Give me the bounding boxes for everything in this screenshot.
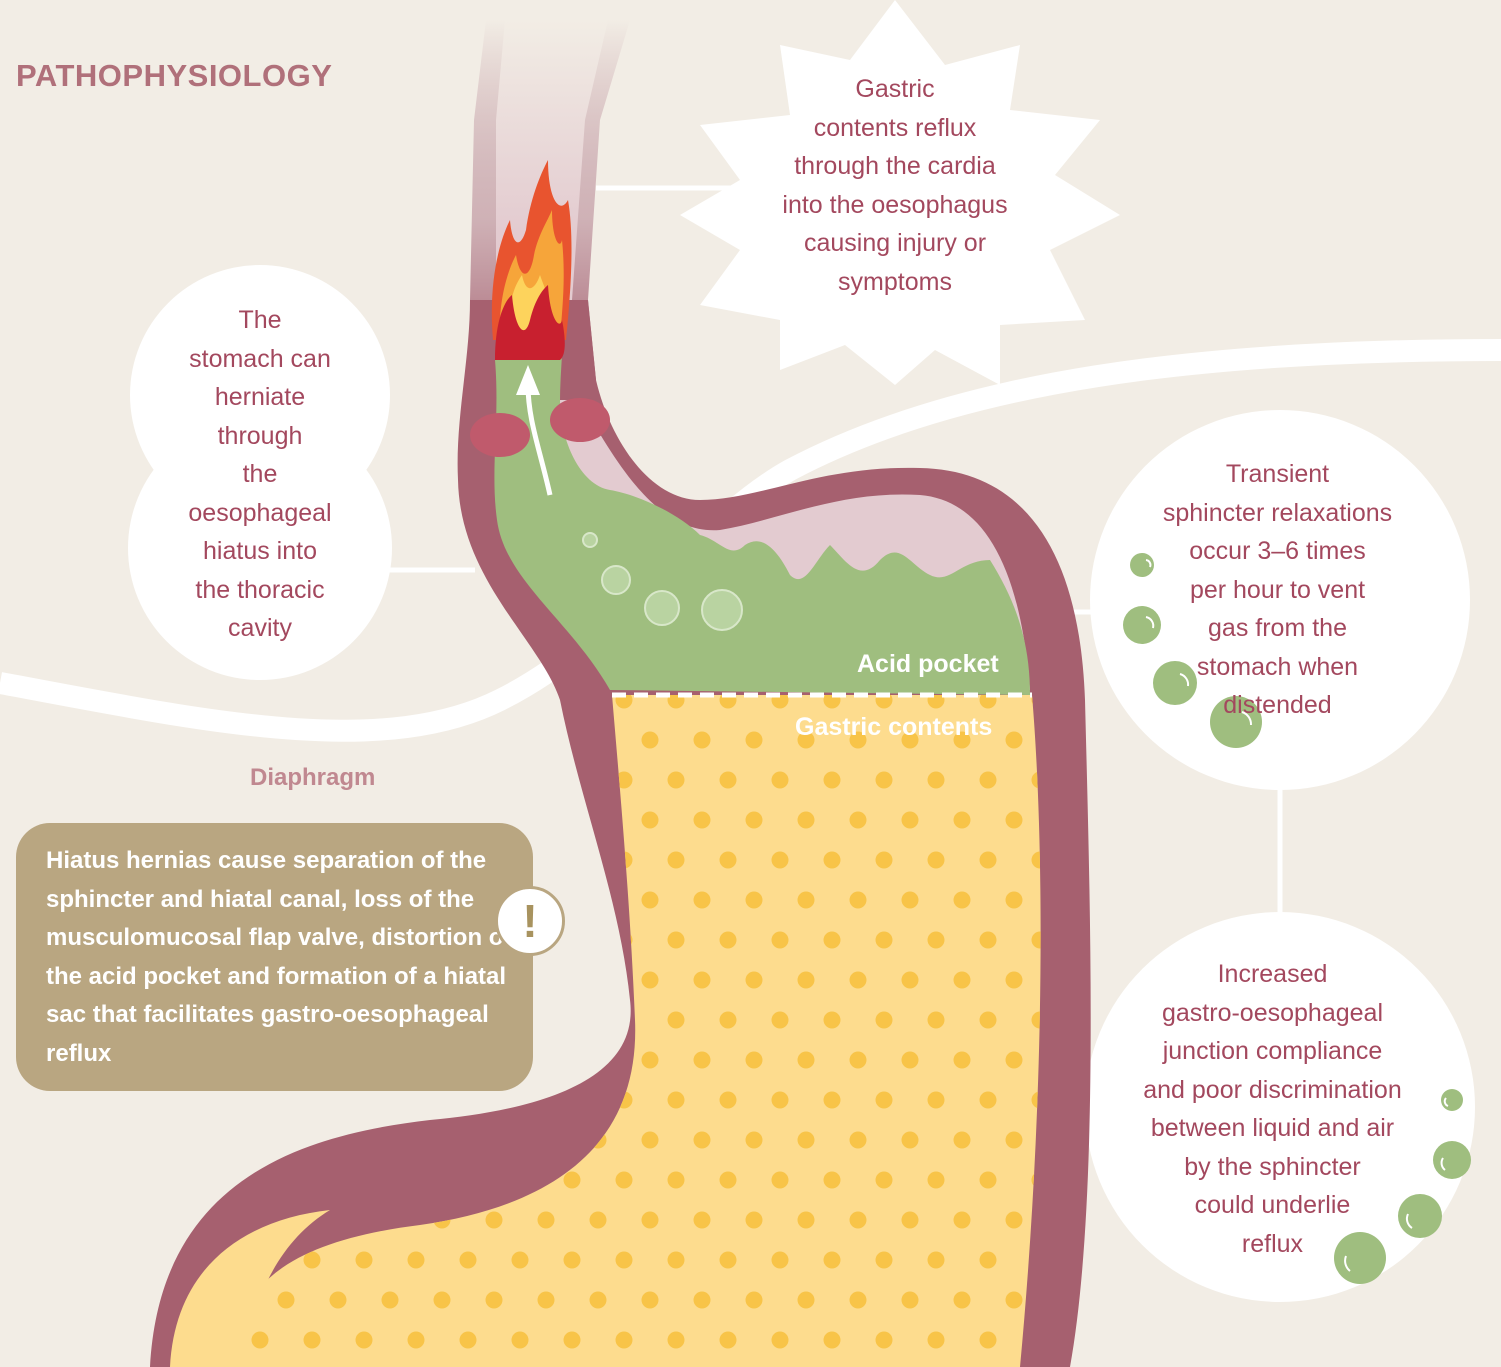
- relaxations-callout-text: Transient sphincter relaxations occur 3–…: [1135, 455, 1420, 725]
- diaphragm-crus-right: [550, 398, 610, 442]
- acid-pocket-label: Acid pocket: [857, 650, 999, 679]
- gastric-contents-label: Gastric contents: [795, 713, 992, 742]
- diaphragm-label: Diaphragm: [250, 764, 375, 792]
- reflux-callout-text: Gastric contents reflux through the card…: [745, 70, 1045, 301]
- warning-text: Hiatus hernias cause separation of the s…: [46, 842, 516, 1073]
- herniate-callout-text: The stomach can herniate through the oes…: [160, 301, 360, 648]
- exclamation-icon: !: [495, 886, 565, 956]
- compliance-callout-text: Increased gastro-oesophageal junction co…: [1110, 955, 1435, 1263]
- diaphragm-crus-left: [470, 413, 530, 457]
- page-title: PATHOPHYSIOLOGY: [16, 58, 332, 94]
